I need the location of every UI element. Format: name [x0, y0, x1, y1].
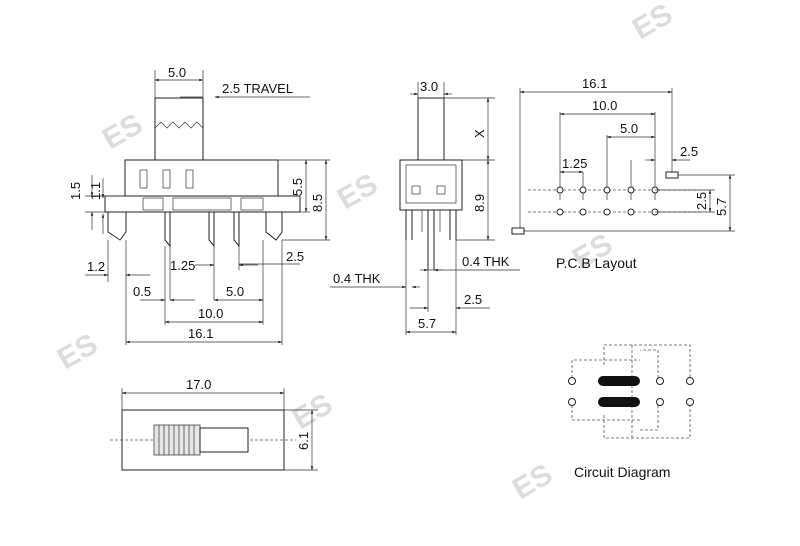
- dim-travel: 2.5 TRAVEL: [222, 81, 293, 96]
- pcb-holes: [556, 186, 659, 216]
- dim-8-9: 8.9: [472, 194, 487, 212]
- pcb-layout-title: P.C.B Layout: [556, 255, 637, 271]
- dim-pcb-5-0: 5.0: [620, 121, 638, 136]
- dim-1-5: 1.5: [68, 182, 83, 200]
- side-view: 3.0 X 8.9 0.4 THK 0.4 THK 2.5 5.7: [330, 79, 520, 335]
- top-view: 17.0 6.1: [110, 377, 318, 471]
- dim-2-5: 2.5: [286, 249, 304, 264]
- dim-pcb-1-25: 1.25: [562, 156, 587, 171]
- body-window: [162, 169, 171, 189]
- base-slot: [142, 197, 164, 211]
- circuit-terminals: [568, 377, 694, 406]
- body-window: [185, 169, 194, 189]
- dim-thk-right: 0.4 THK: [462, 254, 510, 269]
- pcb-layout: 16.1 10.0 5.0 2.5 1.25: [511, 76, 735, 271]
- dim-x: X: [472, 129, 487, 138]
- dim-5-5: 5.5: [290, 178, 305, 196]
- side-actuator: [417, 97, 445, 161]
- top-actuator-slot: [199, 427, 249, 453]
- dim-side-2-5: 2.5: [464, 292, 482, 307]
- dim-top-17-0: 17.0: [186, 377, 211, 392]
- circuit-contact-bar: [598, 376, 640, 386]
- dim-side-5-7: 5.7: [418, 316, 436, 331]
- dim-1-1: 1.1: [88, 182, 103, 200]
- dim-pcb-2-5: 2.5: [680, 144, 698, 159]
- dim-5-0: 5.0: [226, 284, 244, 299]
- dim-pcb-v-5-7: 5.7: [714, 198, 729, 216]
- circuit-contact-bar: [598, 397, 640, 407]
- dim-10-0: 10.0: [198, 306, 223, 321]
- watermark-es: ES: [287, 387, 338, 436]
- dim-pcb-16-1: 16.1: [582, 76, 607, 91]
- base-slot: [240, 197, 264, 211]
- actuator: [154, 97, 204, 161]
- side-body-inner: [405, 164, 457, 204]
- dim-1-25: 1.25: [170, 258, 195, 273]
- switch-body: [124, 159, 279, 197]
- mount-tab: [265, 212, 283, 241]
- watermark-es: ES: [332, 167, 383, 216]
- watermark-es: ES: [627, 0, 678, 46]
- watermark-es: ES: [97, 107, 148, 156]
- dim-top-6-1: 6.1: [296, 432, 311, 450]
- base: [104, 195, 301, 213]
- dim-thk-left: 0.4 THK: [333, 271, 381, 286]
- body-window: [139, 169, 148, 189]
- watermark-es: ES: [507, 457, 558, 506]
- front-view: 5.0 2.5 TRAVEL 1.5 1.1 5.5 8.5 1.2: [68, 65, 330, 345]
- circuit-diagram: Circuit Diagram: [568, 344, 694, 480]
- base-slot: [172, 197, 232, 211]
- dim-actuator-width: 5.0: [168, 65, 186, 80]
- top-actuator: [153, 424, 201, 456]
- dim-8-5: 8.5: [310, 194, 325, 212]
- pcb-mount-slot: [511, 227, 525, 235]
- dim-16-1: 16.1: [188, 326, 213, 341]
- dim-pcb-v-2-5: 2.5: [694, 192, 709, 210]
- watermark-es: ES: [52, 327, 103, 376]
- dim-1-2: 1.2: [87, 259, 105, 274]
- side-body: [399, 159, 463, 211]
- actuator-serration: [154, 121, 204, 129]
- mount-tab: [107, 212, 127, 241]
- circuit-diagram-title: Circuit Diagram: [574, 464, 670, 480]
- dim-pcb-10-0: 10.0: [592, 98, 617, 113]
- pcb-mount-slot: [665, 171, 679, 179]
- terminal-pins: [164, 212, 240, 248]
- dim-0-5: 0.5: [133, 284, 151, 299]
- dim-side-3-0: 3.0: [420, 79, 438, 94]
